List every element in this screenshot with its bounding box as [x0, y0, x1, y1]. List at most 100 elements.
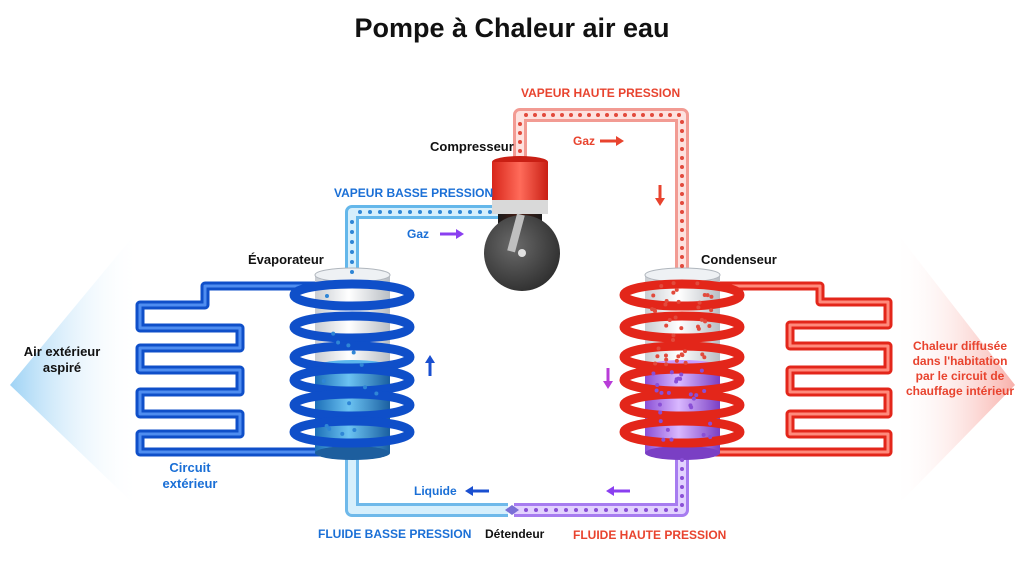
particle [664, 299, 669, 304]
particle [680, 147, 684, 151]
particle [350, 230, 354, 234]
particle [679, 326, 684, 331]
label-circuit-exterieur: Circuit extérieur [150, 460, 230, 491]
particle [677, 113, 681, 117]
arrow-right-icon [440, 229, 464, 239]
particle [374, 391, 379, 396]
hot-liquid-pipe [514, 455, 689, 517]
expansion-valve [505, 505, 519, 515]
particle [683, 360, 688, 365]
particle [655, 382, 660, 387]
particle [398, 210, 402, 214]
label-compresseur: Compresseur [430, 139, 514, 154]
particle [347, 401, 352, 406]
particle [664, 508, 668, 512]
particle [680, 138, 684, 142]
particle [708, 421, 713, 426]
particle [655, 354, 660, 359]
particle [587, 113, 591, 117]
page-title: Pompe à Chaleur air eau [354, 13, 670, 43]
cold-liquid-pipe [345, 455, 508, 517]
particle [680, 219, 684, 223]
particle [674, 358, 679, 363]
particle [650, 307, 655, 312]
particle [678, 376, 683, 381]
particle [669, 370, 674, 375]
particle [699, 317, 704, 322]
particle [654, 508, 658, 512]
particle [368, 210, 372, 214]
particle [703, 319, 708, 324]
particle [680, 467, 684, 471]
particle [659, 113, 663, 117]
particle [683, 349, 688, 354]
particle [468, 210, 472, 214]
particle [658, 410, 663, 415]
particle [488, 210, 492, 214]
particle [378, 210, 382, 214]
particle [657, 402, 662, 407]
label-air-exterieur-line2: aspiré [42, 359, 82, 375]
particle [680, 165, 684, 169]
particle [321, 379, 326, 384]
particle [674, 379, 679, 384]
particle [661, 437, 666, 442]
particle [676, 299, 681, 304]
particle [708, 434, 713, 439]
particle [574, 508, 578, 512]
particle [695, 281, 700, 286]
particle [663, 302, 668, 307]
label-vapeur-basse-pression: VAPEUR BASSE PRESSION [334, 186, 494, 200]
particle [551, 113, 555, 117]
particle [671, 290, 676, 295]
particle [534, 508, 538, 512]
label-gaz-top: Gaz [573, 134, 596, 148]
particle [653, 361, 658, 366]
particle [671, 333, 676, 338]
particle [350, 260, 354, 264]
particle [418, 210, 422, 214]
particle [518, 140, 522, 144]
particle [707, 324, 712, 329]
particle [594, 508, 598, 512]
particle [669, 437, 674, 442]
particle [331, 331, 336, 336]
label-chaleur-line1: Chaleur diffusée [912, 339, 1008, 353]
label-fluide-haute-pression: FLUIDE HAUTE PRESSION [573, 528, 727, 542]
particle [578, 113, 582, 117]
particle [709, 308, 714, 313]
particle [674, 287, 679, 292]
particle [680, 246, 684, 250]
particle [350, 270, 354, 274]
label-condenseur: Condenseur [701, 252, 777, 267]
particle [596, 113, 600, 117]
particle [651, 371, 656, 376]
arrow-down-icon [655, 185, 665, 206]
particle [680, 129, 684, 133]
particle [699, 368, 704, 373]
particle [359, 362, 364, 367]
label-detendeur: Détendeur [485, 527, 545, 541]
particle [680, 201, 684, 205]
particle [560, 113, 564, 117]
particle [673, 315, 678, 320]
label-vapeur-haute-pression: VAPEUR HAUTE PRESSION [521, 86, 681, 100]
particle [680, 192, 684, 196]
label-liquide: Liquide [414, 484, 457, 498]
particle [664, 323, 669, 328]
particle [680, 183, 684, 187]
particle [680, 228, 684, 232]
particle [408, 210, 412, 214]
particle [478, 210, 482, 214]
particle [604, 508, 608, 512]
particle [324, 423, 329, 428]
particle [671, 281, 676, 286]
particle [688, 403, 693, 408]
label-air-exterieur: Air extérieur aspiré [10, 344, 114, 375]
particle [656, 346, 661, 351]
condenser-coil [619, 279, 745, 448]
arrow-left-icon [465, 486, 489, 496]
particle [352, 427, 357, 432]
particle [702, 292, 707, 297]
